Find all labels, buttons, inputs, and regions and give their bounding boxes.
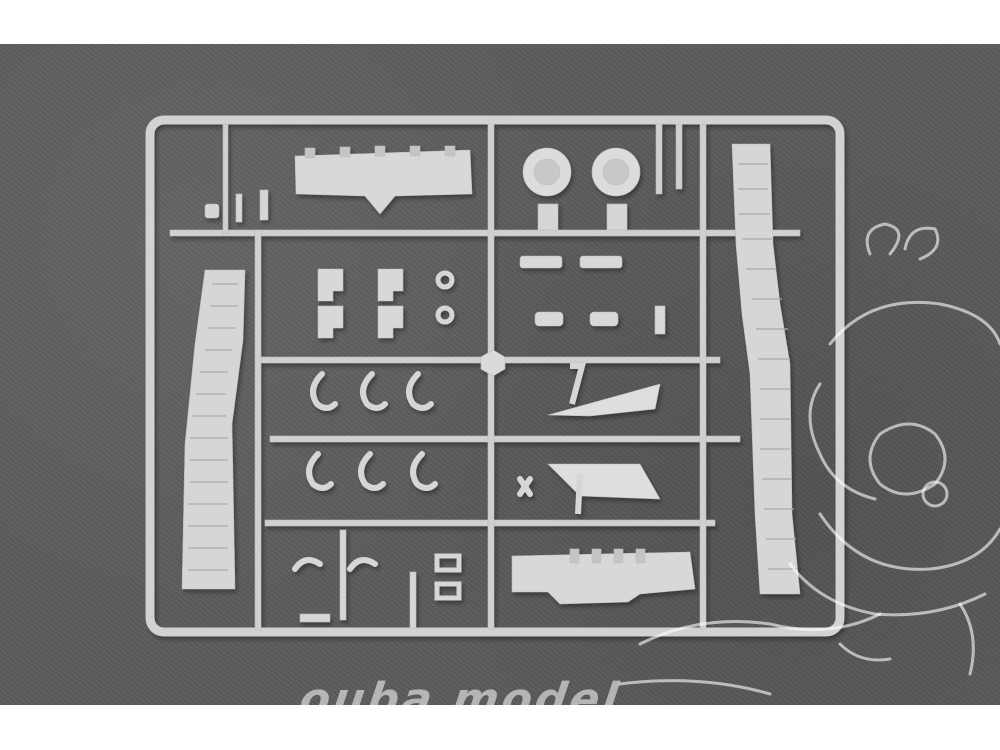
sprue-photo: ouba model: [0, 44, 1000, 705]
model-kit-sprue-icon: [145, 115, 1000, 696]
dragon-logo-icon: [618, 222, 1000, 696]
watermark-text: ouba model: [296, 674, 625, 705]
